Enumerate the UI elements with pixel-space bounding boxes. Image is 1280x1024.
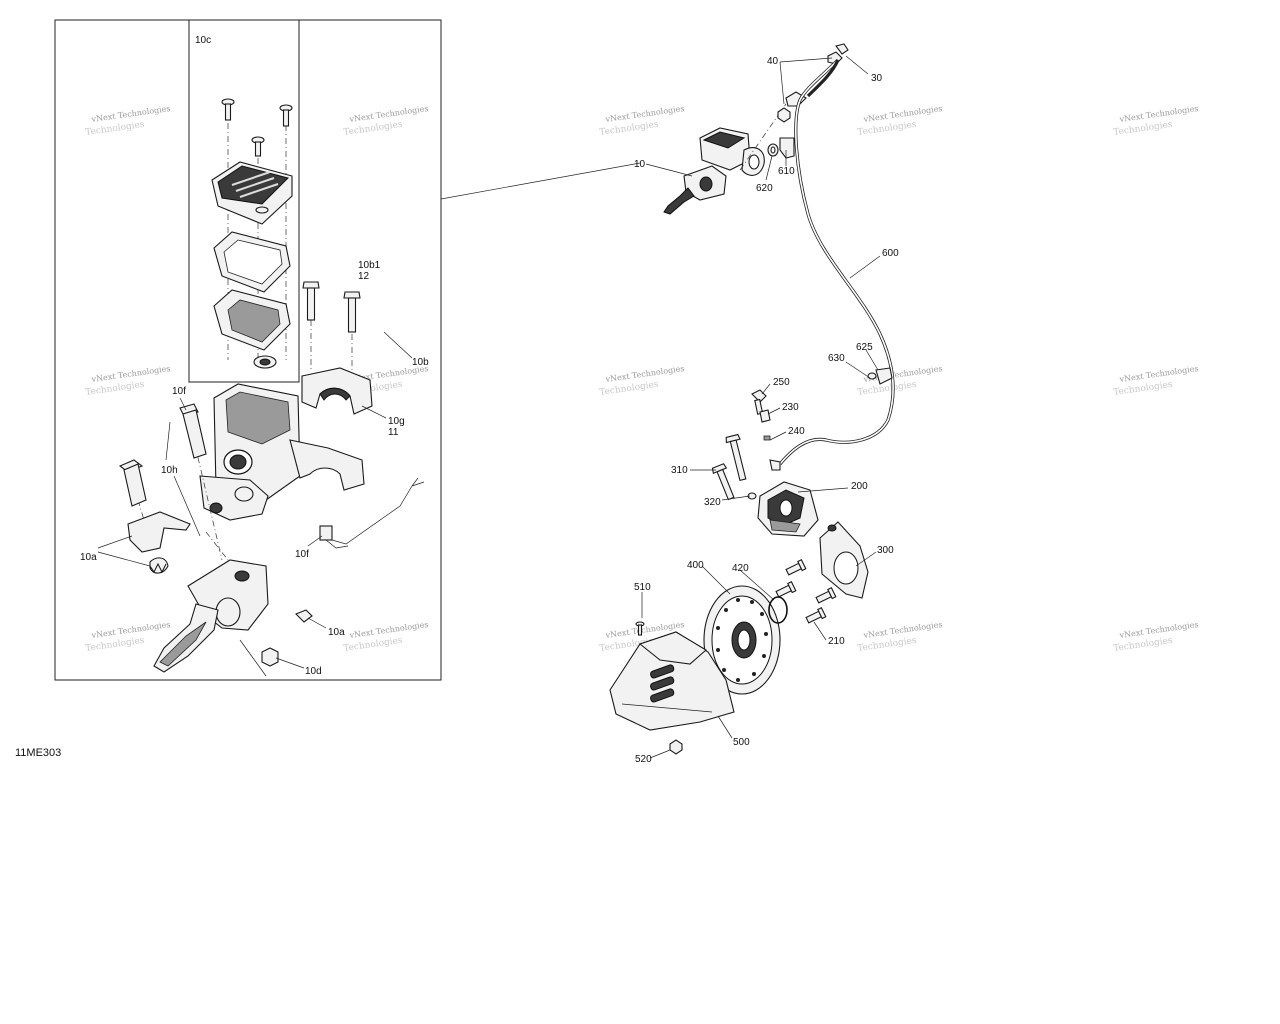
callout-10b: 10b	[412, 357, 429, 368]
callout-10b1: 10b1	[358, 260, 381, 271]
callout-40: 40	[767, 56, 779, 67]
callout-510: 510	[634, 582, 651, 593]
callout-210: 210	[828, 636, 845, 647]
callout-10a-right: 10a	[328, 627, 345, 638]
callout-320: 320	[704, 497, 721, 508]
o-ring	[768, 596, 788, 624]
callout-10f-top: 10f	[172, 386, 186, 397]
callout-400: 400	[687, 560, 704, 571]
callout-10d: 10d	[305, 666, 322, 677]
brake-caliper	[757, 481, 819, 537]
lever-screw	[118, 459, 151, 541]
callout-10h: 10h	[161, 465, 178, 476]
bracket-bolts	[775, 559, 837, 624]
brake-switch	[319, 477, 425, 549]
callout-310: 310	[671, 465, 688, 476]
lever-bracket	[127, 511, 191, 574]
callout-240: 240	[788, 426, 805, 437]
bleeder-screws	[751, 389, 781, 471]
handlebar-clamp	[301, 367, 373, 415]
leader-lines	[97, 55, 881, 759]
callout-10: 10	[634, 159, 646, 170]
callout-10g: 10g	[388, 416, 405, 427]
hose-upper-fitting	[806, 59, 840, 98]
caliper-bolts	[711, 433, 757, 501]
callout-300: 300	[877, 545, 894, 556]
diagram-code: 11ME303	[15, 747, 61, 759]
pivot-pin	[179, 403, 223, 561]
master-cylinder-assembly	[663, 127, 765, 215]
hose-clip	[867, 367, 893, 385]
callout-12: 12	[358, 271, 370, 282]
clamp-bolts	[302, 281, 361, 372]
callout-600: 600	[882, 248, 899, 259]
callout-30: 30	[871, 73, 883, 84]
callout-200: 200	[851, 481, 868, 492]
reservoir-cap	[211, 161, 293, 225]
callout-230: 230	[782, 402, 799, 413]
seal-ring	[253, 355, 277, 369]
caliper-bracket	[819, 521, 869, 599]
callout-520: 520	[635, 754, 652, 765]
brake-disc	[703, 585, 781, 695]
reservoir-diaphragm	[213, 289, 291, 351]
disc-guard	[609, 631, 735, 731]
detail-connector-line	[440, 162, 641, 200]
callout-420: 420	[732, 563, 749, 574]
lever-centerline	[205, 531, 229, 561]
callout-10f-bottom: 10f	[295, 549, 309, 560]
callout-630: 630	[828, 353, 845, 364]
callout-10c: 10c	[195, 35, 211, 46]
callout-620: 620	[756, 183, 773, 194]
callout-500: 500	[733, 737, 750, 748]
callout-11: 11	[388, 427, 399, 438]
callout-610: 610	[778, 166, 795, 177]
master-cylinder-body	[199, 383, 365, 521]
detail-frame-reservoir-cap	[188, 19, 300, 383]
brake-hose-core	[779, 59, 894, 465]
reservoir-plate	[213, 231, 291, 293]
brake-lever	[153, 559, 269, 673]
nut	[261, 647, 279, 667]
callout-10a-left: 10a	[80, 552, 97, 563]
lever-clip	[295, 609, 313, 623]
callout-625: 625	[856, 342, 873, 353]
callout-250: 250	[773, 377, 790, 388]
